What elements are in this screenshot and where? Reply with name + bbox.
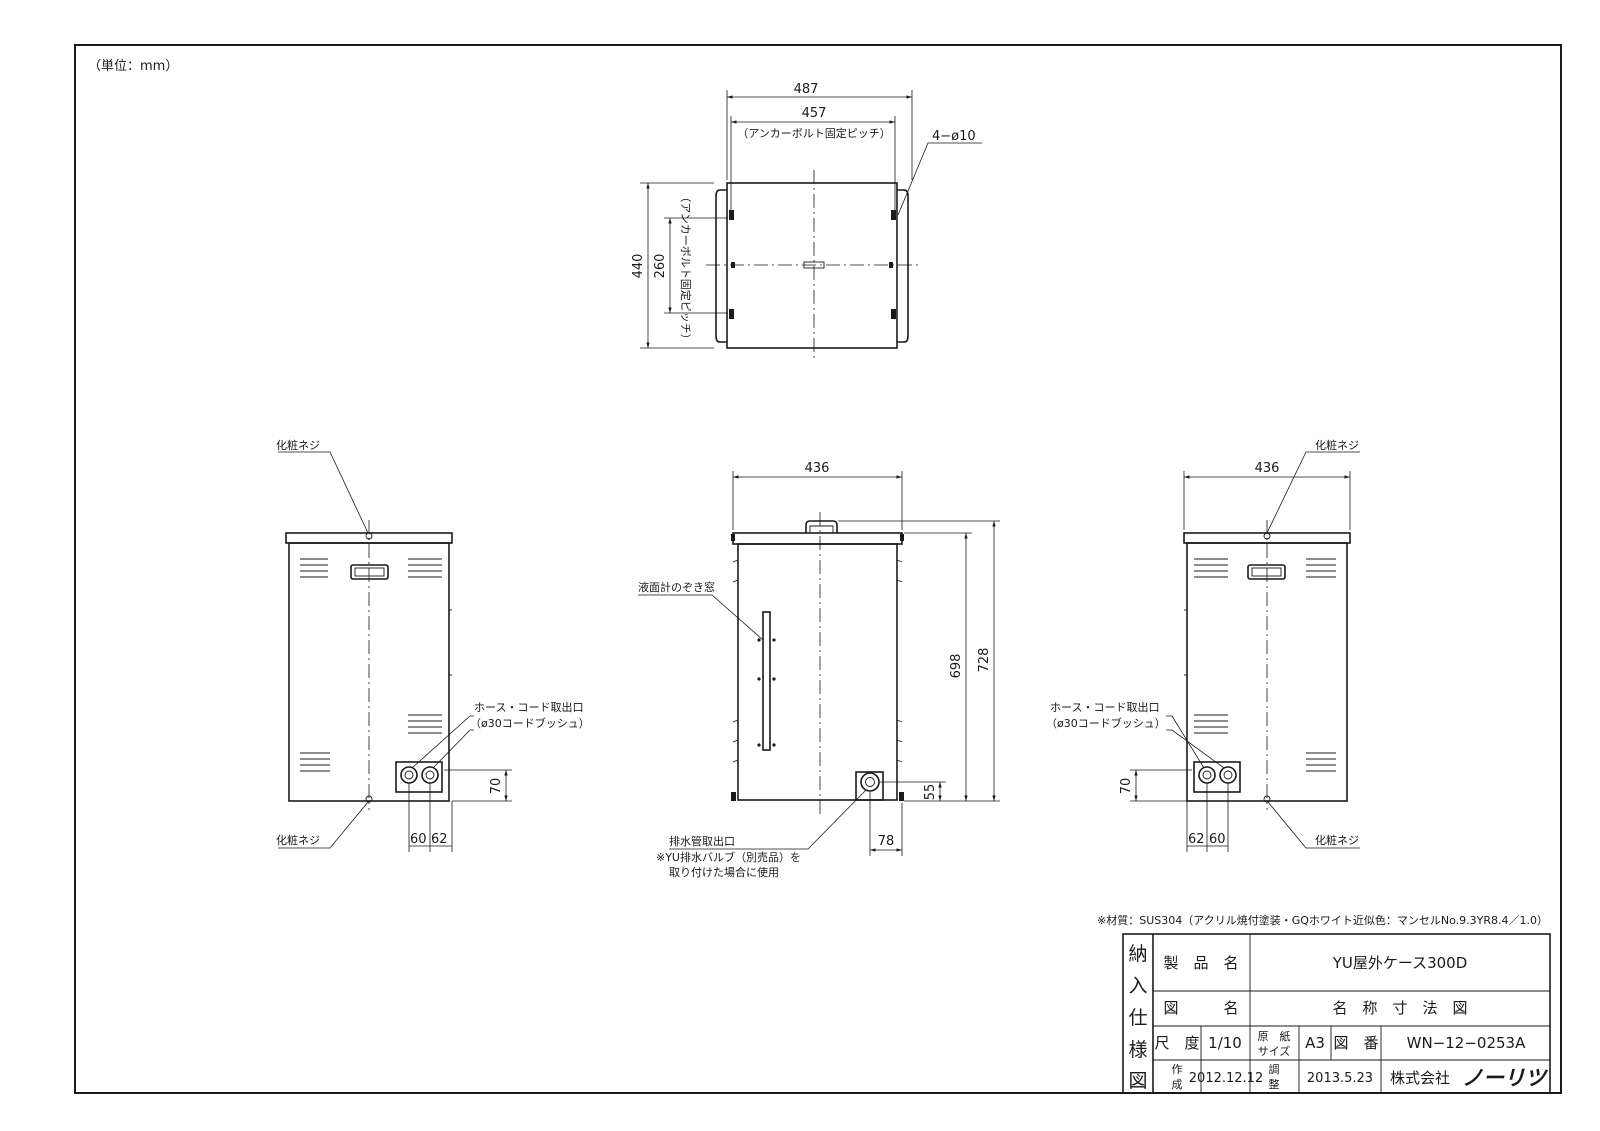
company-name: 株式会社 (1390, 1069, 1450, 1087)
dim-78: 78 (878, 834, 895, 849)
right-outlet-label: ホース・コード取出口 (1050, 700, 1159, 714)
right-view: 化粧ネジ 化粧ネジ ホース・コード取出口 （ø30コードブッシュ） 436 70… (1046, 438, 1360, 852)
dim-260: 260 (653, 254, 668, 279)
right-dim-436: 436 (1255, 461, 1280, 476)
unit-note: （単位：mm） (88, 58, 178, 74)
side-label-3: 仕 (1128, 1007, 1147, 1029)
top-view: 487 457 （アンカーボルト固定ピッチ） 4−ø10 440 260 （アン… (631, 82, 982, 360)
drawing-frame (74, 44, 1562, 1094)
drawing-name-label: 図 名 (1163, 999, 1238, 1017)
material-note: ※材質：SUS304（アクリル焼付塗装・GQホワイト近似色：マンセルNo.9.3… (1097, 913, 1548, 927)
side-label-1: 納 (1128, 943, 1147, 965)
right-dim-70: 70 (1119, 778, 1134, 795)
right-screw-label-top: 化粧ネジ (1315, 438, 1359, 452)
right-screw-label-bottom: 化粧ネジ (1315, 833, 1359, 847)
left-outlet-label: ホース・コード取出口 (474, 700, 583, 714)
drawing-no-label: 図 番 (1333, 1034, 1378, 1052)
adjusted-label-2: 整 (1269, 1077, 1280, 1091)
right-dim-62: 62 (1188, 832, 1205, 847)
front-view: 液面計のぞき窓 排水管取出口 ※YU排水バルブ（別売品）を 取り付けた場合に使用… (638, 461, 1000, 879)
left-dim-70: 70 (489, 778, 504, 795)
created-date: 2012.12.12 (1189, 1071, 1263, 1086)
adjusted-date: 2013.5.23 (1307, 1071, 1373, 1086)
dim-457: 457 (802, 106, 827, 121)
paper-size-label-2: サイズ (1258, 1044, 1291, 1058)
left-view: 化粧ネジ 化粧ネジ ホース・コード取出口 （ø30コードブッシュ） 70 60 … (276, 438, 590, 852)
side-label-5: 図 (1128, 1070, 1147, 1092)
title-block: 納 入 仕 様 図 製 品 名 YU屋外ケース300D 図 名 名 称 寸 法 … (1122, 933, 1551, 1094)
created-label-2: 成 (1172, 1078, 1183, 1091)
left-dim-62: 62 (431, 832, 448, 847)
left-dim-60: 60 (410, 832, 427, 847)
paper-size-label-1: 原 紙 (1258, 1029, 1291, 1043)
drain-note-1: ※YU排水バルブ（別売品）を (656, 850, 801, 864)
product-name: YU屋外ケース300D (1332, 954, 1468, 972)
created-label-1: 作 (1172, 1063, 1183, 1076)
left-outlet-sub: （ø30コードブッシュ） (470, 716, 590, 730)
left-screw-label-top: 化粧ネジ (276, 438, 320, 452)
dim-698: 698 (949, 654, 964, 679)
dim-487: 487 (794, 82, 819, 97)
drain-note-2: 取り付けた場合に使用 (669, 865, 779, 879)
paper-size: A3 (1305, 1034, 1325, 1052)
front-dim-436: 436 (805, 461, 830, 476)
dim-440: 440 (631, 254, 646, 279)
side-label-2: 入 (1128, 975, 1147, 997)
anchor-pitch-note-vertical: （アンカーボルト固定ピッチ） (679, 191, 693, 345)
brand-logo: ノーリツ (1462, 1066, 1549, 1090)
level-window-label: 液面計のぞき窓 (638, 580, 715, 594)
drawing-name: 名 称 寸 法 図 (1332, 999, 1467, 1017)
scale-value: 1/10 (1208, 1034, 1242, 1052)
drawing-no: WN−12−0253A (1407, 1034, 1526, 1052)
scale-label: 尺 度 (1154, 1034, 1199, 1052)
adjusted-label-1: 調 (1269, 1062, 1280, 1076)
drain-label: 排水管取出口 (669, 834, 735, 848)
hole-spec: 4−ø10 (932, 129, 976, 144)
side-label-4: 様 (1128, 1039, 1147, 1061)
dim-728: 728 (977, 648, 992, 673)
right-dim-60: 60 (1209, 832, 1226, 847)
right-outlet-sub: （ø30コードブッシュ） (1046, 716, 1166, 730)
anchor-pitch-note: （アンカーボルト固定ピッチ） (737, 126, 891, 140)
dim-55: 55 (923, 784, 938, 801)
product-name-label: 製 品 名 (1163, 954, 1238, 972)
left-screw-label-bottom: 化粧ネジ (276, 833, 320, 847)
